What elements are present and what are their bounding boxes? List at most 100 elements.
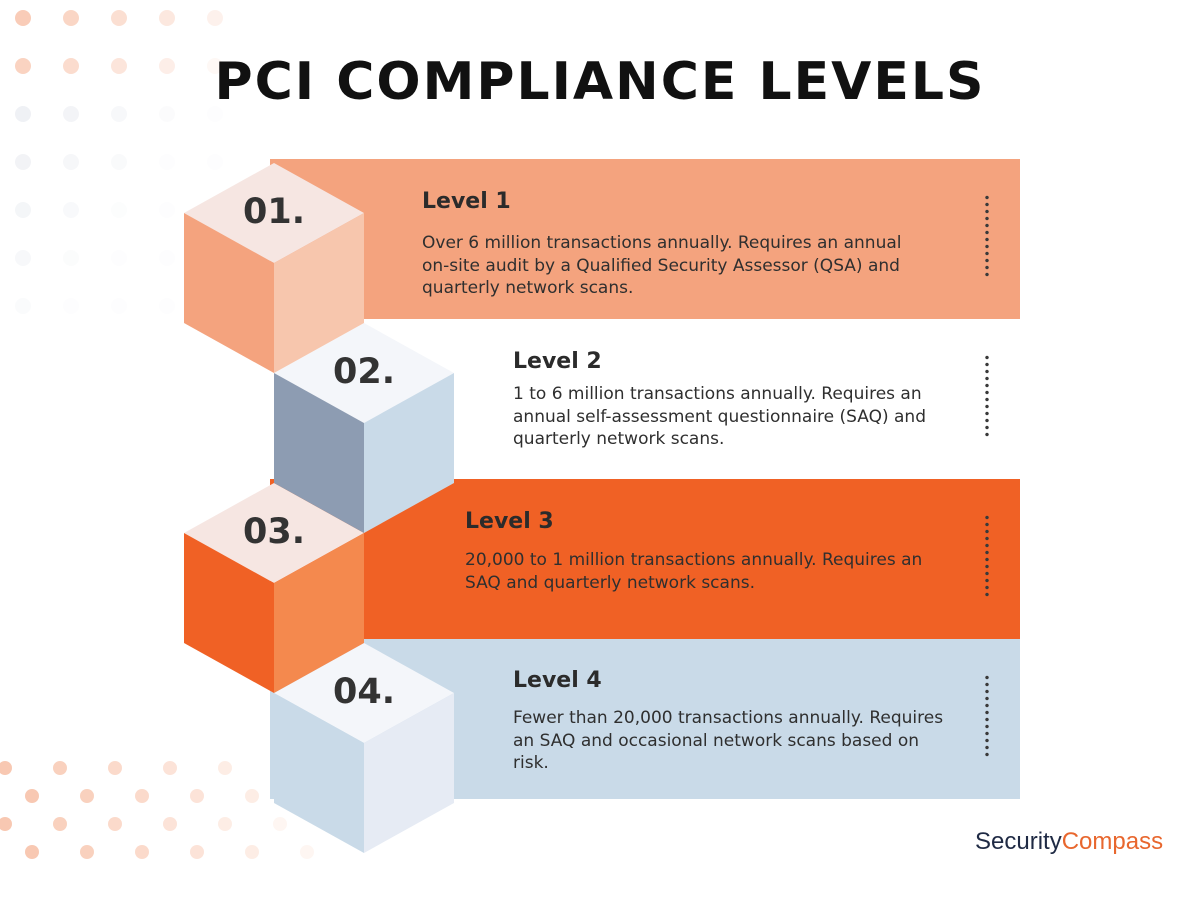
decorative-dot xyxy=(273,817,287,831)
security-compass-logo: SecurityCompass xyxy=(975,828,1163,856)
cube-1-left-face xyxy=(184,213,274,373)
level-4-description: Fewer than 20,000 transactions annually.… xyxy=(513,707,943,775)
decorative-dot xyxy=(15,202,31,218)
decorative-dot xyxy=(15,250,31,266)
decorative-dot xyxy=(63,154,79,170)
level-1-description-line: Over 6 million transactions annually. Re… xyxy=(422,233,902,253)
decorative-dot xyxy=(163,761,177,775)
decorative-dot xyxy=(111,250,127,266)
cube-4-left-face xyxy=(274,693,364,853)
level-4-number: 04. xyxy=(332,672,395,712)
cube-3-left-face xyxy=(184,533,274,693)
level-2-title: Level 2 xyxy=(513,349,602,374)
decorative-dot xyxy=(135,789,149,803)
decorative-dot xyxy=(108,817,122,831)
decorative-dot xyxy=(245,789,259,803)
decorative-dot xyxy=(218,761,232,775)
decorative-dot xyxy=(159,250,175,266)
level-4-description-line: risk. xyxy=(513,753,549,773)
decorative-dot xyxy=(15,154,31,170)
level-3-description-line: SAQ and quarterly network scans. xyxy=(465,572,755,593)
decorative-dot xyxy=(207,10,223,26)
decorative-dot xyxy=(159,202,175,218)
level-4-description-line: an SAQ and occasional network scans base… xyxy=(513,730,920,751)
level-3-number: 03. xyxy=(242,512,305,552)
decorative-dot xyxy=(159,58,175,74)
level-1-title: Level 1 xyxy=(422,189,511,214)
cube-2-left-face xyxy=(274,373,364,533)
cube-1 xyxy=(184,163,364,373)
decorative-dot xyxy=(25,845,39,859)
cube-4-right-face xyxy=(364,693,454,853)
cube-1-right-face xyxy=(274,213,364,373)
level-2-number: 02. xyxy=(332,352,395,392)
decorative-dot xyxy=(63,202,79,218)
decorative-dot xyxy=(111,298,127,314)
decorative-dot xyxy=(207,154,223,170)
level-2-description-line: annual self-assessment questionnaire (SA… xyxy=(513,406,926,427)
level-4-description-line: Fewer than 20,000 transactions annually.… xyxy=(513,708,944,728)
cube-3-right-face xyxy=(274,533,364,693)
level-1-description: Over 6 million transactions annually. Re… xyxy=(422,232,902,300)
decorative-dot xyxy=(15,298,31,314)
decorative-dot xyxy=(159,106,175,122)
level-3-title: Level 3 xyxy=(465,509,554,534)
logo-word-security: Security xyxy=(975,828,1062,855)
decorative-dot xyxy=(111,10,127,26)
decorative-dot xyxy=(15,106,31,122)
cube-2-right-face xyxy=(364,373,454,533)
decorative-dot xyxy=(135,845,149,859)
level-1-band: Level 1 Over 6 million transactions annu… xyxy=(270,159,1020,319)
decorative-dot xyxy=(63,10,79,26)
decorative-dot xyxy=(111,58,127,74)
cube-4 xyxy=(274,643,454,853)
logo-word-compass: Compass xyxy=(1061,828,1164,855)
decorative-dot xyxy=(111,202,127,218)
decorative-dot xyxy=(63,58,79,74)
level-4-dotted-divider xyxy=(985,674,989,758)
level-1-description-line: on-site audit by a Qualified Security As… xyxy=(422,255,900,276)
decorative-dot xyxy=(159,10,175,26)
decorative-dot xyxy=(111,154,127,170)
level-3-description: 20,000 to 1 million transactions annuall… xyxy=(465,549,922,594)
decorative-dot xyxy=(159,154,175,170)
decorative-dot xyxy=(207,58,223,74)
decorative-dot xyxy=(159,298,175,314)
decorative-dot xyxy=(300,845,314,859)
level-3-dotted-divider xyxy=(985,514,989,598)
decorative-dot xyxy=(108,761,122,775)
level-2-description: 1 to 6 million transactions annually. Re… xyxy=(513,383,926,451)
decorative-dot xyxy=(80,789,94,803)
decorative-dot xyxy=(207,106,223,122)
decorative-dot xyxy=(190,845,204,859)
decorative-dot xyxy=(53,817,67,831)
decorative-dot xyxy=(0,761,12,775)
level-1-number: 01. xyxy=(242,192,305,232)
level-3-description-line: 20,000 to 1 million transactions annuall… xyxy=(465,550,923,570)
cube-2 xyxy=(274,323,454,533)
decorative-dot xyxy=(0,817,12,831)
page-title: PCI COMPLIANCE LEVELS xyxy=(214,52,986,112)
decorative-dot xyxy=(111,106,127,122)
decorative-dot xyxy=(63,250,79,266)
decorative-dot xyxy=(190,789,204,803)
decorative-dot xyxy=(63,298,79,314)
decorative-dot xyxy=(80,845,94,859)
level-1-description-line: quarterly network scans. xyxy=(422,278,634,298)
decorative-dot xyxy=(218,817,232,831)
decorative-dot xyxy=(245,845,259,859)
decorative-dot xyxy=(53,761,67,775)
decorative-dot xyxy=(163,817,177,831)
decorative-dot xyxy=(63,106,79,122)
level-2-description-line: quarterly network scans. xyxy=(513,429,725,449)
level-2-description-line: 1 to 6 million transactions annually. Re… xyxy=(513,384,922,404)
level-4-title: Level 4 xyxy=(513,668,602,693)
level-1-dotted-divider xyxy=(985,194,989,278)
decorative-dot xyxy=(15,58,31,74)
decorative-dot xyxy=(15,10,31,26)
decorative-dot xyxy=(25,789,39,803)
level-2-dotted-divider xyxy=(985,354,989,438)
